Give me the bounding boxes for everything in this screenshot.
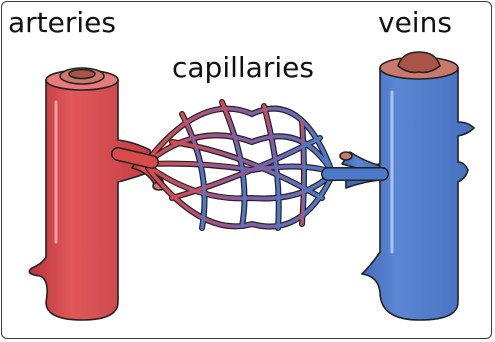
artery-lumen-inner [69,70,95,79]
vein-body [346,68,474,320]
veins-label: veins [378,9,452,37]
vein-branch-opening [340,152,352,160]
capillaries-label: capillaries [172,54,314,82]
vein-valve [398,52,440,72]
arteries-label: arteries [8,9,116,37]
capillary-path [302,122,304,224]
vein [340,52,474,320]
capillary-network [118,102,382,228]
artery-body [29,80,150,320]
artery [29,68,165,320]
